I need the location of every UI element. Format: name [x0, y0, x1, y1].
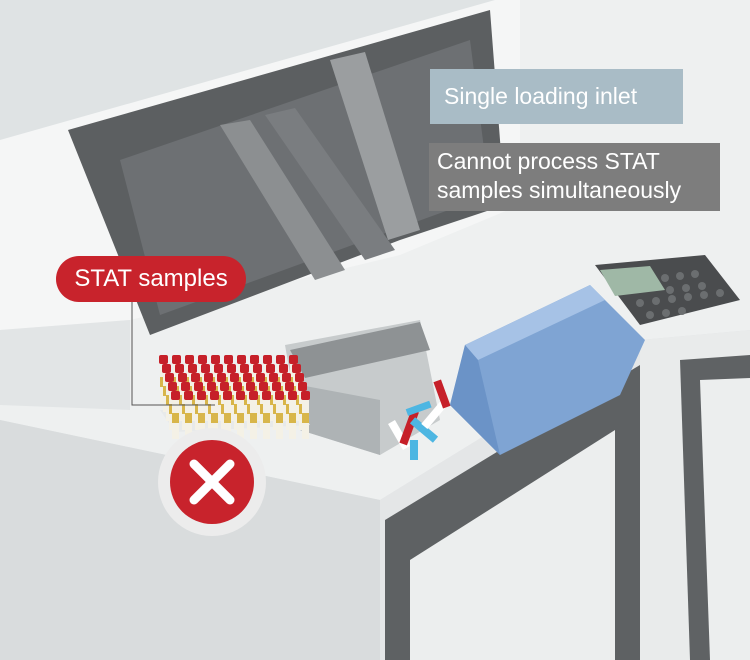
sample-tube-serum — [263, 413, 270, 423]
inlet-tray — [290, 322, 430, 378]
sample-tube-cap — [295, 373, 304, 382]
sample-tube-serum — [224, 413, 231, 423]
sample-tube-cap — [276, 355, 285, 364]
sample-tube-cap — [301, 391, 310, 400]
stat-callout-line — [131, 300, 215, 406]
sample-tube-cap — [210, 391, 219, 400]
inlet-lid — [450, 285, 645, 455]
sample-tube-cap — [298, 382, 307, 391]
sample-tube-cap — [282, 373, 291, 382]
sample-tube-cap — [171, 391, 180, 400]
sample-tube-cap — [175, 364, 184, 373]
sample-tube-cap — [211, 355, 220, 364]
sample-tube-cap — [275, 391, 284, 400]
sample-tube-cap — [269, 373, 278, 382]
sample-tube-cap — [237, 355, 246, 364]
sample-tube-cap — [240, 364, 249, 373]
sample-tube-serum — [185, 413, 192, 423]
inlet-lid-top — [465, 285, 605, 360]
sample-tube-cap — [223, 391, 232, 400]
sample-tube-cap — [292, 364, 301, 373]
sample-tube-cap — [162, 364, 171, 373]
sample-tube-cap — [178, 373, 187, 382]
sample-tube-serum — [211, 413, 218, 423]
sample-tube-cap — [181, 382, 190, 391]
sample-tube-cap — [188, 364, 197, 373]
sample-tube-cap — [194, 382, 203, 391]
sample-tube-cap — [201, 364, 210, 373]
sample-tube-serum — [250, 413, 257, 423]
single-loading-inlet-label: Single loading inlet — [430, 69, 683, 124]
stat-sample-tubes — [159, 355, 310, 439]
sample-tube-cap — [236, 391, 245, 400]
window-rail — [330, 52, 420, 240]
sample-tube-cap — [250, 355, 259, 364]
sample-tube-cap — [159, 355, 168, 364]
sample-tube-cap — [204, 373, 213, 382]
sample-tube-cap — [191, 373, 200, 382]
sample-tube-cap — [289, 355, 298, 364]
sample-tube-cap — [288, 391, 297, 400]
top-cover-front — [0, 320, 130, 410]
front-cabinet-door — [410, 430, 615, 660]
sample-tube-cap — [168, 382, 177, 391]
sample-tube-serum — [198, 413, 205, 423]
sample-tube-cap — [243, 373, 252, 382]
sample-tube-cap — [279, 364, 288, 373]
sample-tube-cap — [197, 391, 206, 400]
sample-tube-cap — [227, 364, 236, 373]
sample-tube-cap — [285, 382, 294, 391]
sample-tube-cap — [272, 382, 281, 391]
sample-tube-cap — [165, 373, 174, 382]
inlet-wall — [300, 385, 380, 455]
window-inner — [120, 40, 490, 315]
side-unit-inner — [700, 378, 750, 660]
sample-tube-cap — [263, 355, 272, 364]
sample-tube-cap — [172, 355, 181, 364]
sample-tube-cap — [230, 373, 239, 382]
window-rail — [265, 108, 395, 260]
cannot-process-stat-label: Cannot process STAT samples simultaneous… — [429, 143, 720, 211]
machine-front-left — [0, 420, 380, 660]
sample-tube-serum — [302, 413, 309, 423]
sample-tube-cap — [262, 391, 271, 400]
sample-tube-cap — [220, 382, 229, 391]
sample-tube-serum — [289, 413, 296, 423]
sample-tube-cap — [217, 373, 226, 382]
sample-tube-cap — [198, 355, 207, 364]
sample-tube-cap — [207, 382, 216, 391]
inlet-lid-side — [450, 345, 500, 455]
sample-tube-cap — [259, 382, 268, 391]
sample-tube-cap — [266, 364, 275, 373]
sample-tube-cap — [249, 391, 258, 400]
sample-tube-serum — [172, 413, 179, 423]
sample-tube-cap — [184, 391, 193, 400]
sample-tube-serum — [276, 413, 283, 423]
sample-tube-serum — [237, 413, 244, 423]
sample-tube-cap — [224, 355, 233, 364]
sample-tube-cap — [185, 355, 194, 364]
sample-tube-cap — [253, 364, 262, 373]
keypad-display — [600, 266, 665, 296]
sample-tube-cap — [233, 382, 242, 391]
loaded-tubes — [388, 379, 451, 460]
sample-tube-cap — [246, 382, 255, 391]
x-mark-icon — [158, 428, 266, 536]
stat-samples-label: STAT samples — [56, 256, 246, 302]
keypad-buttons — [636, 270, 724, 319]
sample-tube-cap — [214, 364, 223, 373]
window-rail — [220, 120, 345, 280]
sample-tube-cap — [256, 373, 265, 382]
